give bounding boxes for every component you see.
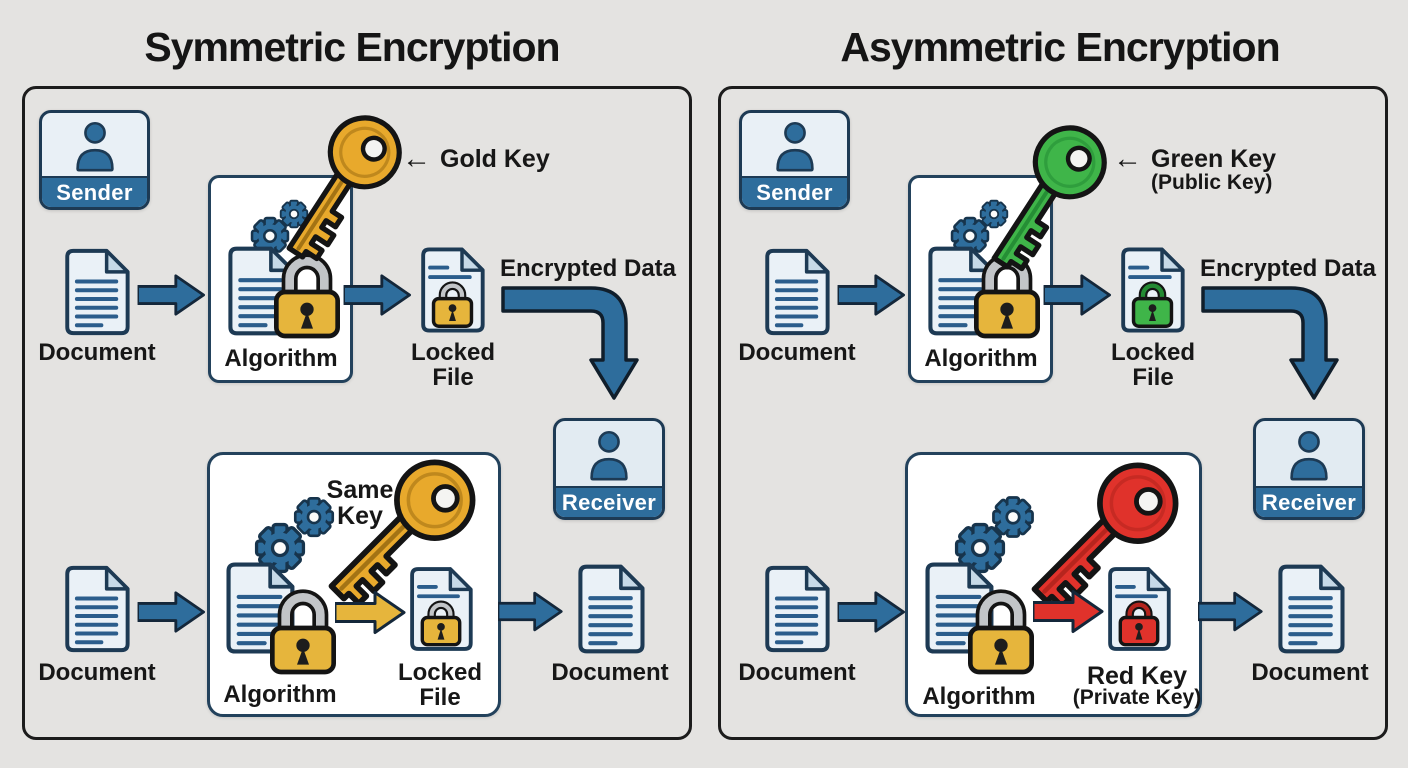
right-sender-card: Sender bbox=[739, 110, 850, 210]
left-sender-avatar-icon bbox=[42, 113, 147, 176]
left-receiver-avatar-icon bbox=[556, 421, 662, 486]
left-gold-arrow bbox=[335, 588, 407, 637]
gold-key-arrow-icon: ← bbox=[402, 143, 431, 175]
right-encrypted-data-label: Encrypted Data bbox=[1199, 255, 1377, 282]
right-arrow-doc2-to-algorithm2 bbox=[837, 590, 907, 634]
right-red-arrow bbox=[1033, 587, 1105, 636]
symmetric-panel bbox=[22, 86, 692, 740]
left-algorithm-label: Algorithm bbox=[224, 345, 338, 372]
right-document-label: Document bbox=[738, 339, 856, 366]
left-sender-label: Sender bbox=[42, 176, 147, 207]
right-sender-avatar-icon bbox=[742, 113, 847, 176]
symmetric-title: Symmetric Encryption bbox=[144, 24, 560, 70]
green-key-callout: ← Green Key (Public Key) bbox=[1113, 143, 1277, 195]
right-locked-file-label: Locked File bbox=[1110, 339, 1196, 392]
left-gear2-small-icon bbox=[266, 469, 314, 517]
right-arrow-algorithm-to-lockedfile bbox=[1043, 273, 1113, 317]
left-document-icon bbox=[62, 247, 132, 337]
right-receiver-label: Receiver bbox=[1256, 486, 1362, 517]
right-arrow-doc-to-algorithm bbox=[837, 273, 907, 317]
right-gear-small-icon bbox=[960, 180, 994, 214]
gold-key-callout: ← Gold Key bbox=[402, 143, 550, 175]
left-locked-file2-label: Locked File bbox=[397, 659, 483, 712]
red-key-label: Red Key bbox=[1086, 662, 1188, 690]
asymmetric-panel bbox=[718, 86, 1388, 740]
left-encrypted-data-elbow-arrow bbox=[499, 284, 639, 400]
left-arrow-doc2-to-algorithm2 bbox=[137, 590, 207, 634]
right-gear2-small-icon bbox=[963, 467, 1013, 517]
left-locked-file-label: Locked File bbox=[410, 339, 496, 392]
right-document3-label: Document bbox=[1251, 659, 1369, 686]
left-arrow-box-to-document3 bbox=[498, 590, 564, 633]
left-arrow-doc-to-algorithm bbox=[137, 273, 207, 317]
asymmetric-title: Asymmetric Encryption bbox=[840, 24, 1280, 70]
left-locked-file2-icon bbox=[407, 563, 475, 655]
same-key-label: Same Key bbox=[326, 476, 394, 531]
green-key-label: Green Key bbox=[1151, 145, 1277, 173]
left-document2-icon bbox=[62, 563, 132, 655]
red-key-sublabel: (Private Key) bbox=[1072, 686, 1202, 709]
left-document3-label: Document bbox=[551, 659, 669, 686]
right-locked-file-icon bbox=[1118, 243, 1187, 337]
green-key-sublabel: (Public Key) bbox=[1151, 171, 1273, 194]
left-arrow-algorithm-to-lockedfile bbox=[343, 273, 413, 317]
left-algorithm2-label: Algorithm bbox=[223, 681, 337, 708]
left-document-label: Document bbox=[38, 339, 156, 366]
left-locked-file-icon bbox=[418, 243, 487, 337]
right-receiver-card: Receiver bbox=[1253, 418, 1365, 520]
right-encrypted-data-elbow-arrow bbox=[1199, 284, 1339, 400]
gold-key-label: Gold Key bbox=[440, 145, 550, 173]
left-receiver-label: Receiver bbox=[556, 486, 662, 517]
right-red-locked-file-icon bbox=[1105, 563, 1173, 655]
right-algorithm-label: Algorithm bbox=[924, 345, 1038, 372]
right-document2-label: Document bbox=[738, 659, 856, 686]
left-receiver-card: Receiver bbox=[553, 418, 665, 520]
right-document-icon bbox=[762, 247, 832, 337]
right-sender-label: Sender bbox=[742, 176, 847, 207]
right-receiver-avatar-icon bbox=[1256, 421, 1362, 486]
green-key-arrow-icon: ← bbox=[1113, 143, 1142, 175]
right-document2-icon bbox=[762, 563, 832, 655]
left-sender-card: Sender bbox=[39, 110, 150, 210]
right-arrow-box-to-document3 bbox=[1198, 590, 1264, 633]
left-document2-label: Document bbox=[38, 659, 156, 686]
left-document3-icon bbox=[575, 563, 647, 655]
right-algorithm2-label: Algorithm bbox=[922, 683, 1036, 710]
left-encrypted-data-label: Encrypted Data bbox=[499, 255, 677, 282]
right-document3-icon bbox=[1275, 563, 1347, 655]
